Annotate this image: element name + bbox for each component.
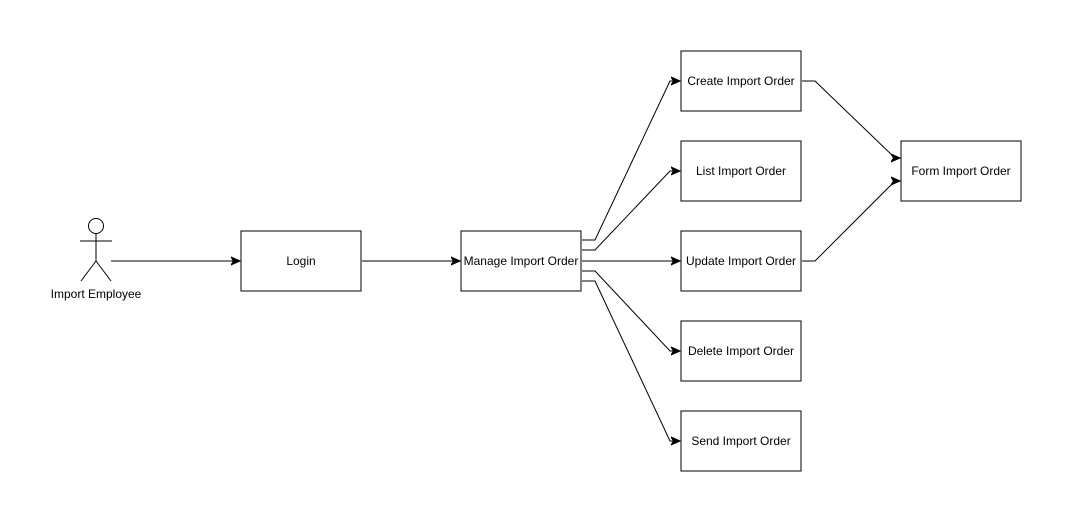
stick-figure-icon — [80, 218, 112, 282]
edge-manage-to-create — [582, 81, 680, 241]
node-manage-import-order-label: Manage Import Order — [464, 254, 579, 268]
edge-manage-to-list — [582, 171, 680, 251]
node-send-import-order: Send Import Order — [680, 410, 802, 472]
actor-label: Import Employee — [51, 287, 142, 301]
actor-import-employee: Import Employee — [51, 218, 142, 301]
node-delete-import-order: Delete Import Order — [680, 320, 802, 382]
edge-manage-to-send — [582, 280, 680, 441]
node-create-import-order-label: Create Import Order — [687, 74, 794, 88]
node-form-import-order: Form Import Order — [900, 140, 1022, 202]
node-login: Login — [240, 230, 362, 292]
node-manage-import-order: Manage Import Order — [460, 230, 582, 292]
node-send-import-order-label: Send Import Order — [691, 434, 790, 448]
edge-create-to-form — [802, 80, 900, 158]
edges — [111, 81, 900, 441]
node-list-import-order-label: List Import Order — [696, 164, 786, 178]
node-list-import-order: List Import Order — [680, 140, 802, 202]
node-login-label: Login — [286, 254, 315, 268]
edge-manage-to-delete — [582, 270, 680, 351]
edge-update-to-form — [802, 181, 900, 262]
node-delete-import-order-label: Delete Import Order — [688, 344, 794, 358]
node-create-import-order: Create Import Order — [680, 50, 802, 112]
node-update-import-order: Update Import Order — [680, 230, 802, 292]
node-form-import-order-label: Form Import Order — [911, 164, 1010, 178]
node-update-import-order-label: Update Import Order — [686, 254, 796, 268]
